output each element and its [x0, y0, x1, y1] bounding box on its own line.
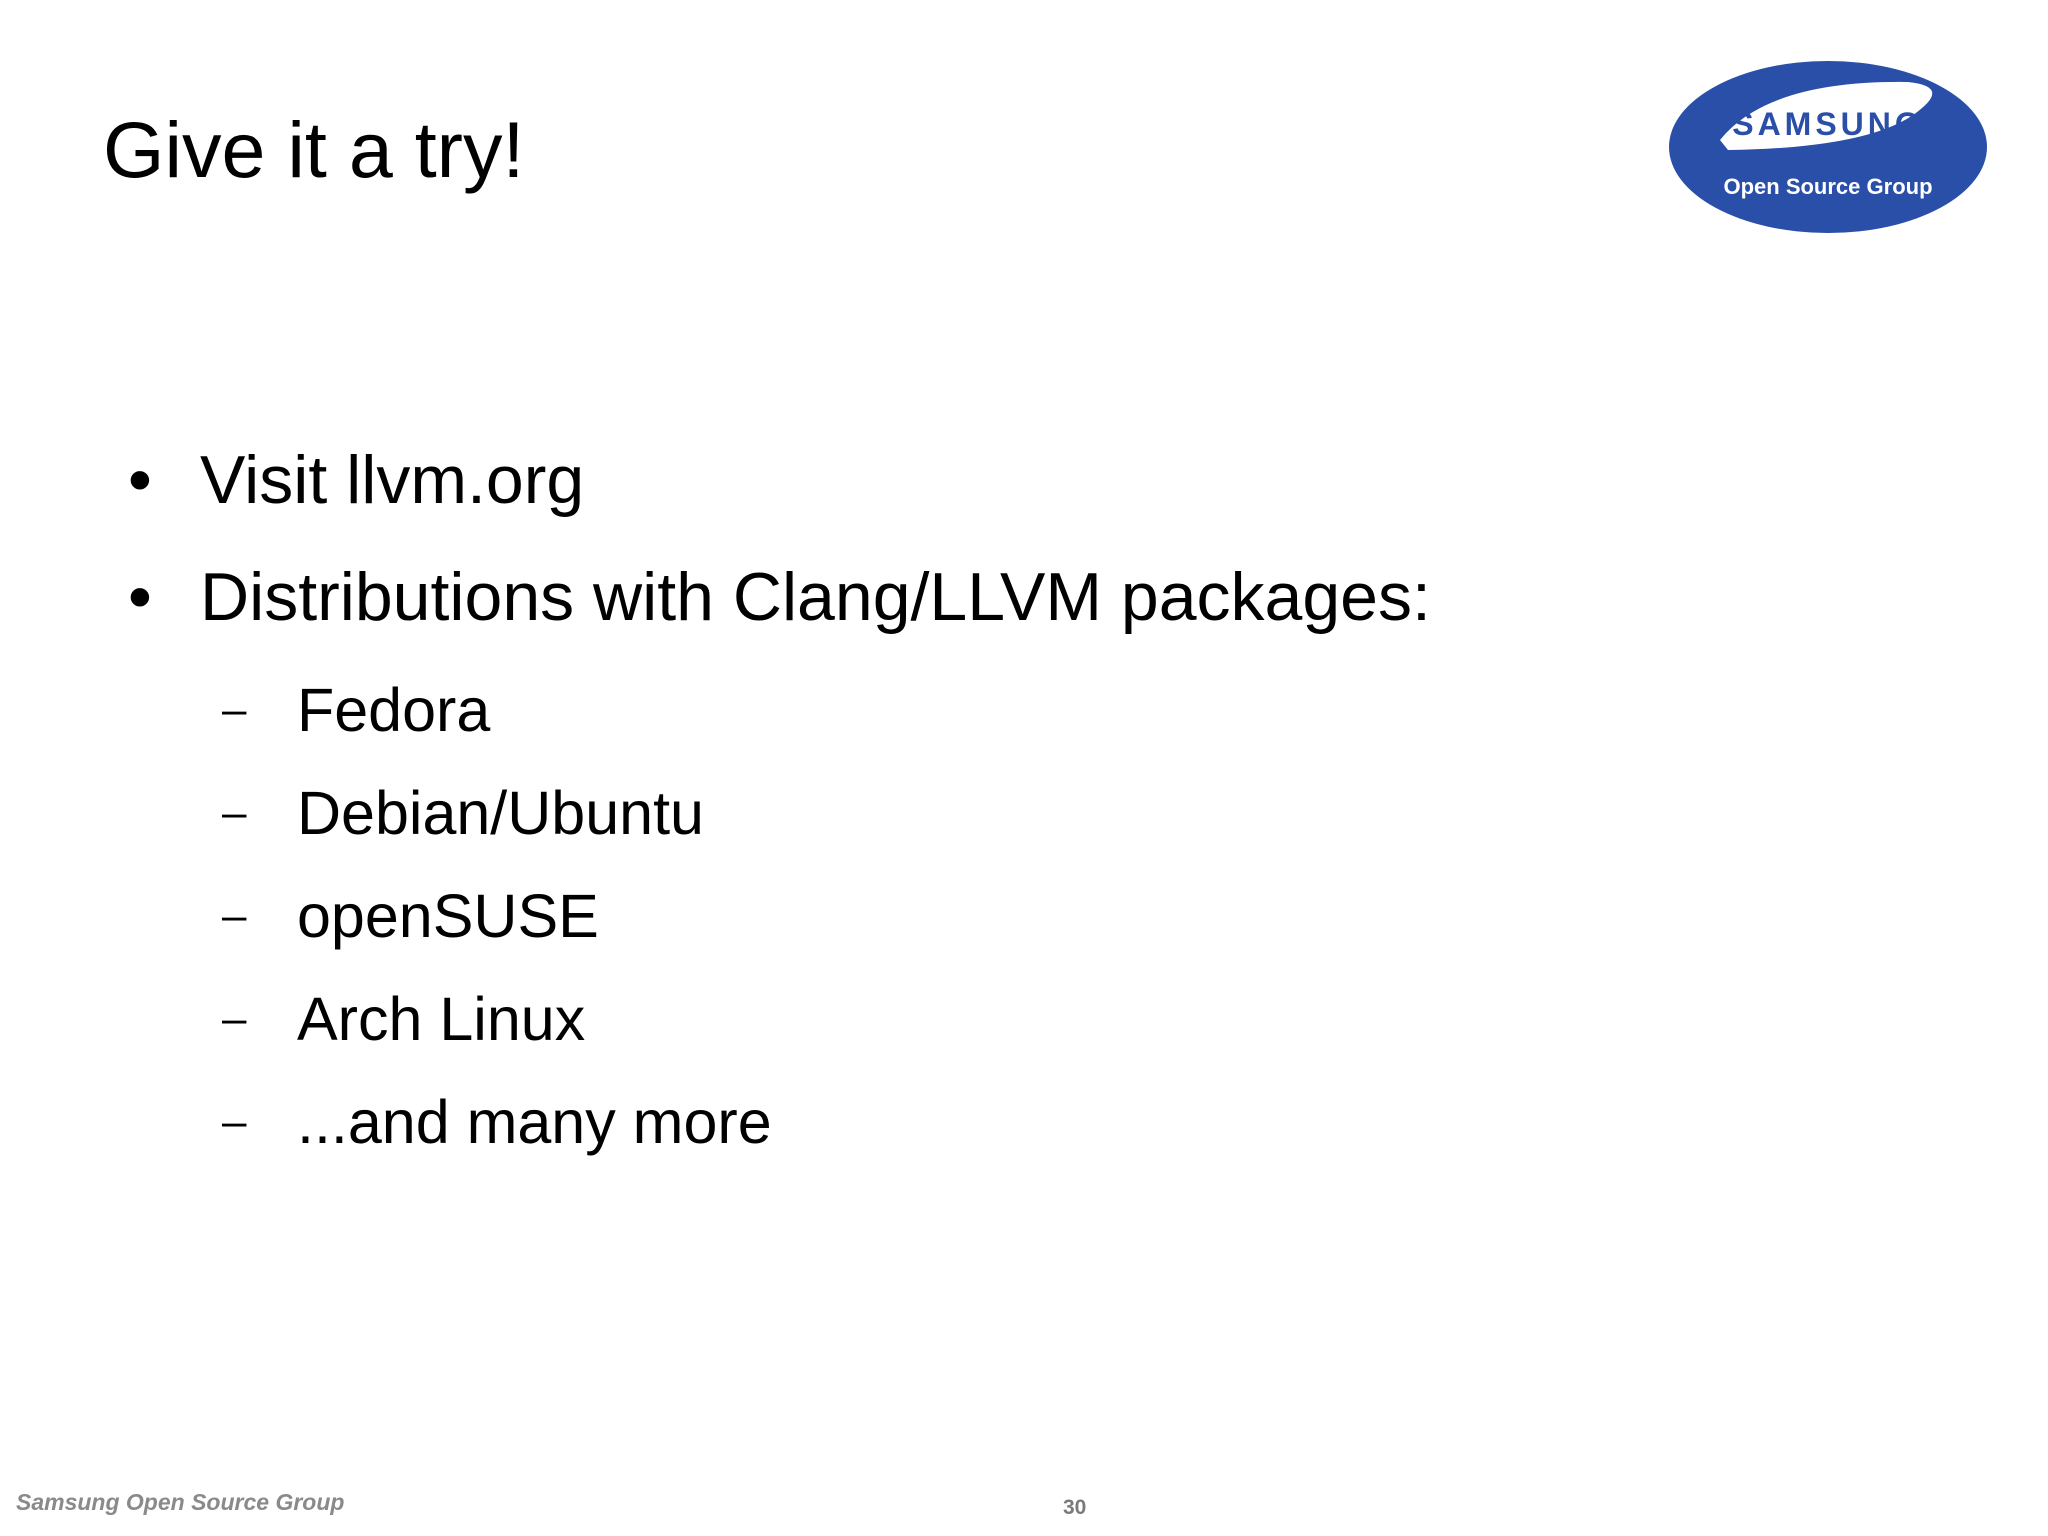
sub-bullet-marker: –: [222, 994, 247, 1043]
bullet-marker: •: [128, 442, 152, 518]
sub-bullet-text: ...and many more: [297, 1088, 772, 1156]
samsung-logo: SAMSUNG Open Source Group: [1669, 61, 1987, 233]
bullet-marker: •: [128, 559, 152, 635]
svg-text:SAMSUNG: SAMSUNG: [1732, 106, 1924, 142]
sub-bullet-arch-linux: – Arch Linux: [222, 983, 586, 1055]
sub-bullet-marker: –: [222, 685, 247, 734]
sub-bullet-marker: –: [222, 891, 247, 940]
sub-bullet-text: Arch Linux: [297, 985, 586, 1053]
sub-bullet-text: openSUSE: [297, 882, 599, 950]
bullet-text: Distributions with Clang/LLVM packages:: [200, 559, 1431, 635]
svg-text:Open Source Group: Open Source Group: [1723, 174, 1932, 199]
bullet-item-visit-llvm: • Visit llvm.org: [128, 440, 585, 520]
slide-title: Give it a try!: [103, 105, 525, 194]
sub-bullet-text: Fedora: [297, 676, 491, 744]
sub-bullet-debian-ubuntu: – Debian/Ubuntu: [222, 777, 704, 849]
bullet-text: Visit llvm.org: [200, 442, 585, 518]
sub-bullet-marker: –: [222, 1097, 247, 1146]
sub-bullet-many-more: – ...and many more: [222, 1086, 772, 1158]
sub-bullet-fedora: – Fedora: [222, 674, 491, 746]
sub-bullet-opensuse: – openSUSE: [222, 880, 599, 952]
sub-bullet-marker: –: [222, 788, 247, 837]
sub-bullet-text: Debian/Ubuntu: [297, 779, 704, 847]
footer-organization: Samsung Open Source Group: [16, 1489, 345, 1515]
bullet-item-distributions: • Distributions with Clang/LLVM packages…: [128, 557, 1431, 637]
page-number: 30: [1063, 1496, 1087, 1519]
